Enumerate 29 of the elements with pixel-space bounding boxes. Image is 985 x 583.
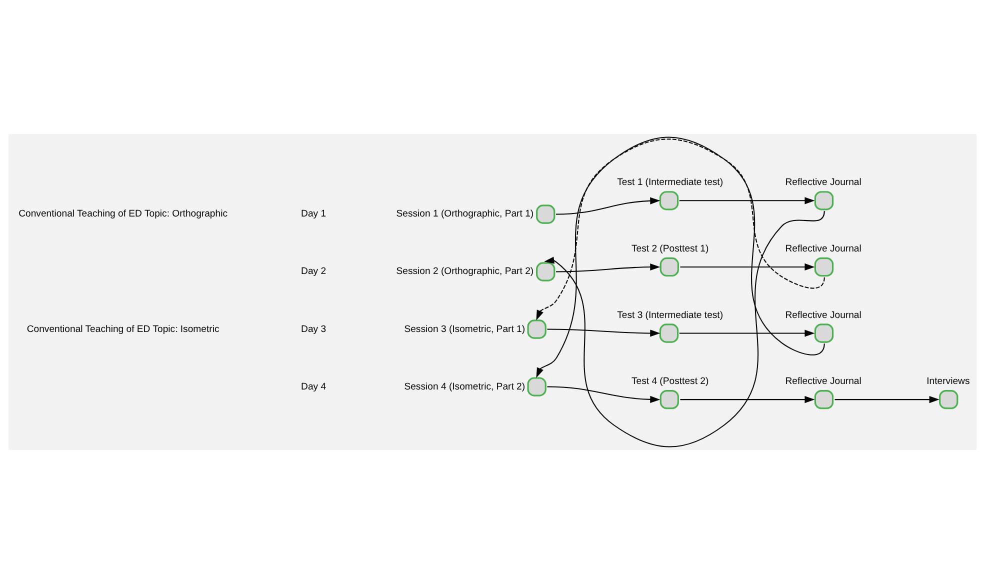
arrow (547, 386, 660, 402)
node-label: Reflective Journal (785, 376, 862, 387)
node-label: Test 1 (Intermediate test) (617, 176, 724, 188)
node-label: Reflective Journal (785, 176, 862, 188)
node-label: Test 3 (Intermediate test) (617, 309, 724, 320)
label: Conventional Teaching of ED Topic: Isometric (26, 323, 220, 334)
node-label: Interviews (926, 376, 970, 387)
arrow (680, 396, 815, 403)
arrow (556, 196, 660, 214)
node-label: Test 4 (Posttest 2) (631, 376, 709, 387)
node-label: Session 1 (Orthographic, Part 1) (396, 208, 534, 220)
node-label: Reflective Journal (785, 242, 862, 254)
node-label: Session 4 (Isometric, Part 2) (404, 380, 526, 392)
arrow (547, 328, 660, 336)
label: Day 3 (301, 323, 326, 334)
arrow (556, 263, 660, 272)
arrow (679, 196, 815, 204)
node-label: Test 2 (Posttest 1) (631, 242, 709, 254)
label: Day 4 (301, 380, 326, 392)
node-label: Reflective Journal (785, 309, 862, 320)
node-label: Session 2 (Orthographic, Part 2) (396, 266, 534, 277)
arrow (680, 262, 815, 270)
label: Day 1 (301, 208, 326, 220)
arrow (679, 329, 815, 336)
arrow (834, 396, 940, 403)
label: Day 2 (301, 266, 326, 277)
arrow (544, 210, 825, 447)
label: Conventional Teaching of ED Topic: Orthographic (18, 208, 228, 220)
node-label: Session 3 (Isometric, Part 1) (404, 323, 526, 334)
